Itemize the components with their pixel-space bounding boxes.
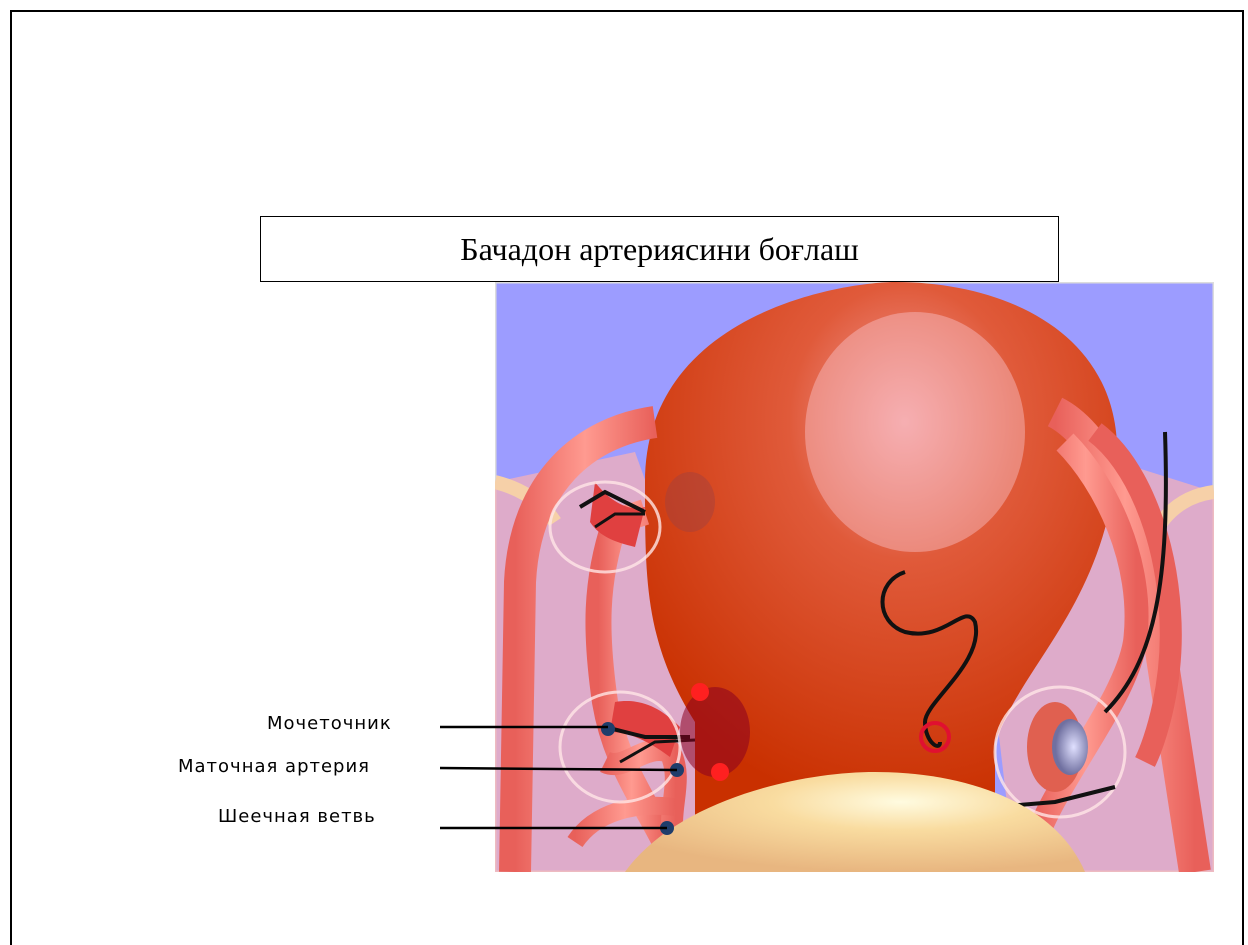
- label-uterine-artery: Маточная артерия: [178, 756, 370, 777]
- label-cervical-branch: Шеечная ветвь: [218, 806, 376, 827]
- label-ureter: Мочеточник: [267, 713, 392, 734]
